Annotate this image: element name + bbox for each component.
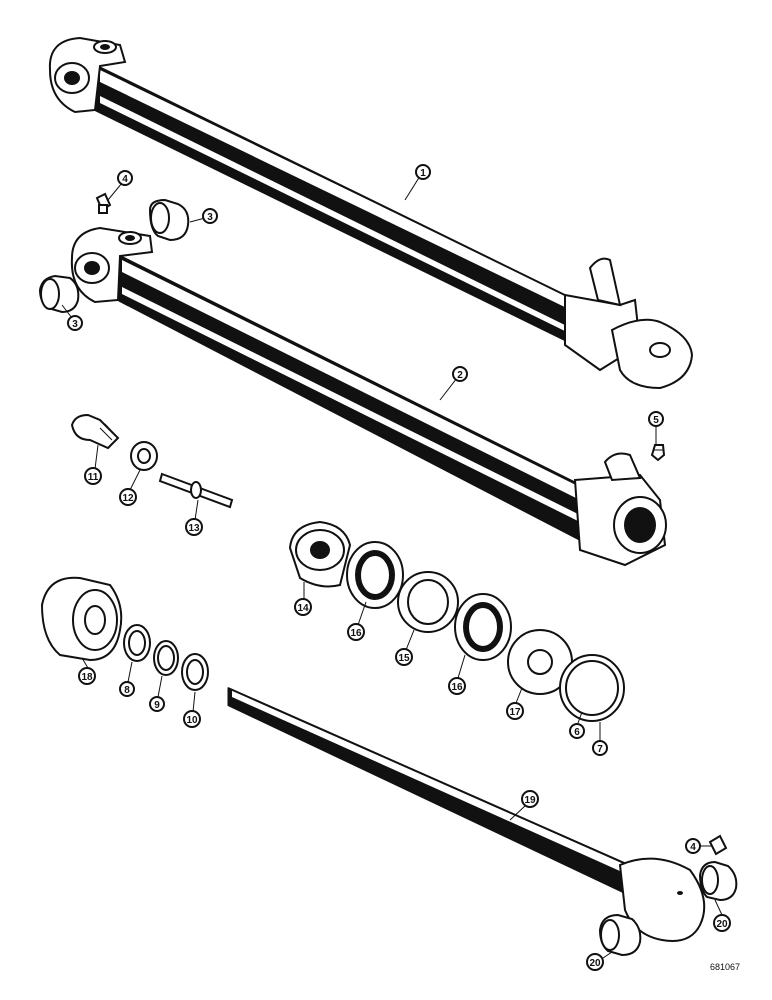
callout-marker: 8: [119, 681, 135, 697]
callout-label: 12: [122, 493, 134, 504]
callout-label: 1: [420, 168, 426, 179]
cylinder-assembly-1: [48, 36, 694, 390]
cylinder-barrel-2: [70, 226, 667, 567]
piston-17: [507, 629, 573, 695]
callout-marker: 14: [294, 598, 312, 616]
callout-marker: 1: [415, 164, 431, 180]
bushing-20-lower: [598, 913, 642, 957]
bushing-3-lower: [38, 274, 80, 314]
callout-label: 5: [653, 415, 659, 426]
callout-label: 8: [124, 685, 130, 696]
callout-marker: 16: [448, 677, 466, 695]
callout-label: 13: [188, 523, 200, 534]
ring-6-7: [559, 654, 625, 722]
callout-marker: 3: [202, 208, 218, 224]
callout-marker: 6: [569, 723, 585, 739]
callout-marker: 17: [506, 702, 524, 720]
callout-marker: 3: [67, 315, 83, 331]
callout-label: 15: [398, 653, 410, 664]
callout-label: 3: [207, 212, 213, 223]
callout-marker: 12: [119, 488, 137, 506]
bleed-screw-5: [650, 444, 666, 462]
callout-marker: 15: [395, 648, 413, 666]
callout-marker: 18: [78, 667, 96, 685]
bushing-3-upper: [148, 198, 190, 242]
callout-label: 11: [88, 472, 99, 483]
bearing-15: [397, 571, 459, 633]
grease-fitting-4-lower: [708, 834, 728, 856]
figure-reference: 681067: [710, 962, 740, 972]
wiper-14: [288, 520, 352, 588]
callout-label: 9: [154, 700, 160, 711]
callout-marker: 16: [347, 623, 365, 641]
seal-16-b: [454, 593, 512, 661]
callout-label: 17: [509, 707, 521, 718]
callout-marker: 4: [117, 170, 133, 186]
piston-rod-19: [227, 687, 706, 942]
bushing-20-upper: [698, 860, 738, 902]
callout-marker: 2: [452, 366, 468, 382]
ring-9: [153, 640, 179, 676]
callout-marker: 19: [521, 790, 539, 808]
callout-label: 4: [690, 842, 696, 853]
seal-10: [181, 653, 209, 691]
callout-label: 3: [72, 319, 78, 330]
ring-8: [123, 624, 151, 662]
callout-marker: 20: [586, 953, 604, 971]
callout-marker: 20: [713, 914, 731, 932]
callout-label: 7: [597, 744, 603, 755]
banjo-bolt-11: [70, 413, 120, 450]
callout-label: 16: [350, 628, 362, 639]
callout-marker: 5: [648, 411, 664, 427]
callout-label: 16: [451, 682, 463, 693]
callout-label: 18: [81, 672, 93, 683]
callout-marker: 13: [185, 518, 203, 536]
callout-label: 20: [716, 919, 728, 930]
callout-label: 4: [122, 174, 128, 185]
callout-label: 10: [186, 715, 198, 726]
callout-label: 19: [524, 795, 536, 806]
tube-13: [158, 472, 234, 509]
leader-lines: [61, 175, 723, 959]
callout-marker: 4: [685, 838, 701, 854]
grease-fitting-4-upper: [95, 192, 112, 214]
washer-12: [130, 441, 158, 471]
head-18: [40, 576, 123, 662]
callout-marker: 7: [592, 740, 608, 756]
callout-label: 2: [457, 370, 463, 381]
callout-label: 20: [589, 958, 601, 969]
callout-label: 14: [297, 603, 309, 614]
callout-marker: 10: [183, 710, 201, 728]
seal-16-a: [346, 541, 404, 609]
callout-marker: 9: [149, 696, 165, 712]
callout-label: 6: [574, 727, 580, 738]
callout-marker: 11: [84, 467, 102, 485]
